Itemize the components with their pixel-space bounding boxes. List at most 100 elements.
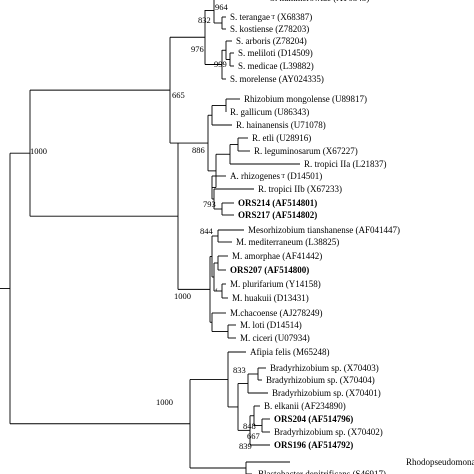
- leaf-label: S. meliloti (D14509): [238, 48, 313, 58]
- accession-number: (U07934): [272, 333, 309, 343]
- leaf-label: Bradyrhizobium sp. (X70404): [266, 375, 375, 385]
- taxon-name: S. arboris: [236, 36, 271, 46]
- leaf-label: A. rhizogenes T (D14501): [230, 171, 322, 181]
- accession-number: (L21837): [350, 159, 386, 169]
- bootstrap-value: 976: [191, 44, 204, 54]
- taxon-name: R. tropici IIa: [304, 159, 350, 169]
- taxon-name: ORS204: [274, 414, 307, 424]
- leaf-label: S. morelense (AY024335): [230, 74, 324, 84]
- bootstrap-value: 964: [215, 2, 229, 12]
- accession-number: (D14509): [276, 48, 313, 58]
- leaf-label: M. amorphae (AF41442): [232, 251, 322, 261]
- bootstrap-value: 999: [214, 59, 227, 69]
- accession-number: (AY024335): [277, 74, 324, 84]
- leaf-label: R. tropici IIb (X67233): [258, 184, 342, 194]
- leaf-label: Bradyrhizobium sp. (X70403): [270, 363, 379, 373]
- accession-number: (AF041447): [353, 225, 400, 235]
- leaf-label: S. medicae (L39882): [238, 61, 314, 71]
- taxon-name: R. tropici IIb: [258, 184, 305, 194]
- leaf-labels: S. kummerowiae (AY0343) S. terangae T (X6…: [230, 0, 474, 474]
- bootstrap-value: 1000: [30, 146, 47, 156]
- taxon-name: Bradyrhizobium sp.: [270, 363, 342, 373]
- leaf-label: Blastobacter denitrificans (S46917): [258, 469, 386, 474]
- taxon-name: Bradyrhizobium sp.: [272, 388, 344, 398]
- accession-number: (M65248): [291, 347, 330, 357]
- leaf-label: ORS214 (AF514801): [238, 198, 317, 208]
- leaf-label: R. etli (U28916): [252, 133, 311, 143]
- accession-number: (Z78204): [271, 36, 307, 46]
- leaf-label: R. tropici IIa (L21837): [304, 159, 387, 169]
- leaf-label: Bradyrhizobium sp. (X70402): [274, 427, 383, 437]
- taxon-name: M.chacoense: [230, 308, 277, 318]
- accession-number: (AJ278249): [277, 308, 322, 318]
- accession-number: (X70403): [342, 363, 379, 373]
- leaf-label: Mesorhizobium tianshanense (AF041447): [248, 225, 400, 235]
- leaf-label: ORS204 (AF514796): [274, 414, 353, 424]
- taxon-name: S. kostiense: [230, 24, 273, 34]
- leaf-label: S. terangae T (X68387): [230, 12, 312, 22]
- taxon-name: Blastobacter denitrificans: [258, 469, 351, 474]
- bootstrap-value: 1000: [156, 397, 173, 407]
- accession-number: (U71078): [289, 120, 326, 130]
- bootstrap-value: 848: [243, 421, 256, 431]
- bootstrap-value: 833: [233, 365, 246, 375]
- accession-number: (AY0343): [331, 0, 369, 3]
- accession-number: (X70404): [338, 375, 375, 385]
- accession-number: (AF514800): [262, 265, 309, 275]
- taxon-name: S. medicae: [238, 61, 278, 71]
- taxon-name: M. amorphae: [232, 251, 280, 261]
- taxon-name: M. mediterraneum: [236, 237, 303, 247]
- accession-number: (D13431): [272, 293, 309, 303]
- leaf-label: M.chacoense (AJ278249): [230, 308, 322, 318]
- accession-number: (X68387): [275, 12, 312, 22]
- taxon-name: S. terangae: [230, 12, 270, 22]
- bootstrap-labels: 9648326659769998861000793844100010008338…: [30, 2, 260, 451]
- leaf-label: ORS217 (AF514802): [238, 210, 317, 220]
- leaf-label: M. huakuii (D13431): [232, 293, 309, 303]
- accession-number: (AF41442): [280, 251, 322, 261]
- leaf-label: Rhizobium mongolense (U89817): [244, 94, 367, 104]
- bootstrap-value: 667: [247, 431, 260, 441]
- taxon-name: Mesorhizobium tianshanense: [248, 225, 353, 235]
- accession-number: (AF514796): [306, 414, 353, 424]
- bootstrap-value: 886: [192, 145, 205, 155]
- accession-number: (AF514792): [306, 440, 353, 450]
- taxon-name: M. huakuii: [232, 293, 272, 303]
- accession-number: (U86343): [272, 107, 309, 117]
- taxon-name: M. ciceri: [240, 333, 273, 343]
- leaf-label: Rhodopseudomonas palustris (D25312): [406, 457, 474, 467]
- type-strain-mark: T: [270, 15, 275, 21]
- leaf-label: M. plurifarium (Y14158): [230, 279, 321, 289]
- accession-number: (Z78203): [273, 24, 309, 34]
- accession-number: (L38825): [303, 237, 339, 247]
- accession-number: (X70402): [346, 427, 383, 437]
- taxon-name: ORS196: [274, 440, 307, 450]
- leaf-label: S. kostiense (Z78203): [230, 24, 309, 34]
- taxon-name: M. loti: [240, 320, 265, 330]
- leaf-label: Afipia felis (M65248): [250, 347, 330, 357]
- accession-number: (AF514801): [270, 198, 317, 208]
- accession-number: (X70401): [344, 388, 381, 398]
- accession-number: (U89817): [330, 94, 367, 104]
- taxon-name: S. kummerowiae: [270, 0, 331, 3]
- taxon-name: ORS207: [230, 265, 263, 275]
- taxon-name: ORS214: [238, 198, 271, 208]
- taxon-name: R. etli: [252, 133, 274, 143]
- leaf-label: R. hainanensis (U71078): [236, 120, 326, 130]
- leaf-label: ORS207 (AF514800): [230, 265, 309, 275]
- leaf-label: R. gallicum (U86343): [230, 107, 309, 117]
- accession-number: (L39882): [278, 61, 314, 71]
- taxon-name: R. gallicum: [230, 107, 272, 117]
- leaf-label: Bradyrhizobium sp. (X70401): [272, 388, 381, 398]
- taxon-name: A. rhizogenes: [230, 171, 280, 181]
- bootstrap-value: 1000: [174, 291, 191, 301]
- taxon-name: R. leguminosarum: [254, 146, 321, 156]
- leaf-label: M. loti (D14514): [240, 320, 302, 330]
- accession-number: (U28916): [274, 133, 311, 143]
- accession-number: (S46917): [350, 469, 386, 474]
- bootstrap-value: 832: [198, 15, 211, 25]
- accession-number: (D14514): [265, 320, 302, 330]
- accession-number: (X67227): [321, 146, 358, 156]
- leaf-label: M. ciceri (U07934): [240, 333, 310, 343]
